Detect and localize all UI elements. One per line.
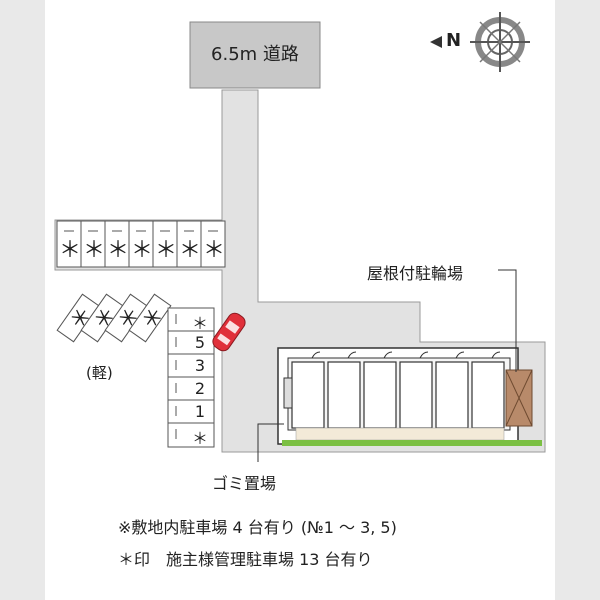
owner-parking-note: ＊印 施主様管理駐車場 13 台有り	[118, 550, 373, 569]
stall-marker: ＊	[203, 238, 226, 263]
compass-rose	[470, 12, 530, 72]
garbage-area-label: ゴミ置場	[212, 474, 277, 493]
stall-marker: ＊	[107, 238, 130, 263]
road-box	[189, 21, 321, 89]
light-vehicle-label: (軽)	[86, 364, 113, 382]
unit	[435, 361, 469, 429]
parking-stall	[56, 220, 82, 268]
bicycle-leader-line	[498, 269, 517, 372]
angled-parking	[56, 293, 172, 343]
stall-label: ＊	[191, 429, 208, 448]
column-parking	[167, 307, 215, 448]
bicycle-shed-hatch	[505, 369, 533, 427]
parking-stall	[104, 220, 130, 268]
garbage-leader-line	[257, 423, 284, 462]
hedge	[282, 440, 542, 446]
unit	[291, 361, 325, 429]
parking-stall	[200, 220, 226, 268]
compass-north-label: N	[446, 30, 462, 51]
top-row-parking	[56, 220, 226, 268]
stair	[283, 377, 293, 409]
stall-marker: ＊	[179, 238, 202, 263]
unit	[327, 361, 361, 429]
stall-marker: ＊	[59, 238, 82, 263]
stall-label: 5	[194, 333, 206, 352]
bicycle-parking-label: 屋根付駐輪場	[367, 264, 464, 283]
unit	[363, 361, 397, 429]
parking-stall	[152, 220, 178, 268]
paper-background	[45, 0, 555, 600]
stall-label: ＊	[191, 314, 208, 333]
building	[277, 347, 542, 446]
stall-label: 2	[194, 379, 206, 398]
north-arrow-icon	[430, 36, 442, 48]
parking-stall	[176, 220, 202, 268]
door-swings	[311, 351, 501, 359]
parking-note: ※敷地内駐車場 4 台有り (№1 ～ 3, 5)	[118, 518, 397, 537]
stall-marker: ＊	[131, 238, 154, 263]
stall-label: 1	[194, 402, 206, 421]
car-icon	[212, 312, 246, 352]
parking-stall	[128, 293, 172, 343]
walkway	[295, 427, 505, 441]
unit	[399, 361, 433, 429]
stall-label: 3	[194, 356, 206, 375]
parking-stall	[128, 220, 154, 268]
stall-marker: ＊	[155, 238, 178, 263]
road-label: 6.5m 道路	[211, 44, 299, 65]
unit	[471, 361, 505, 429]
stall-marker: ＊	[83, 238, 106, 263]
